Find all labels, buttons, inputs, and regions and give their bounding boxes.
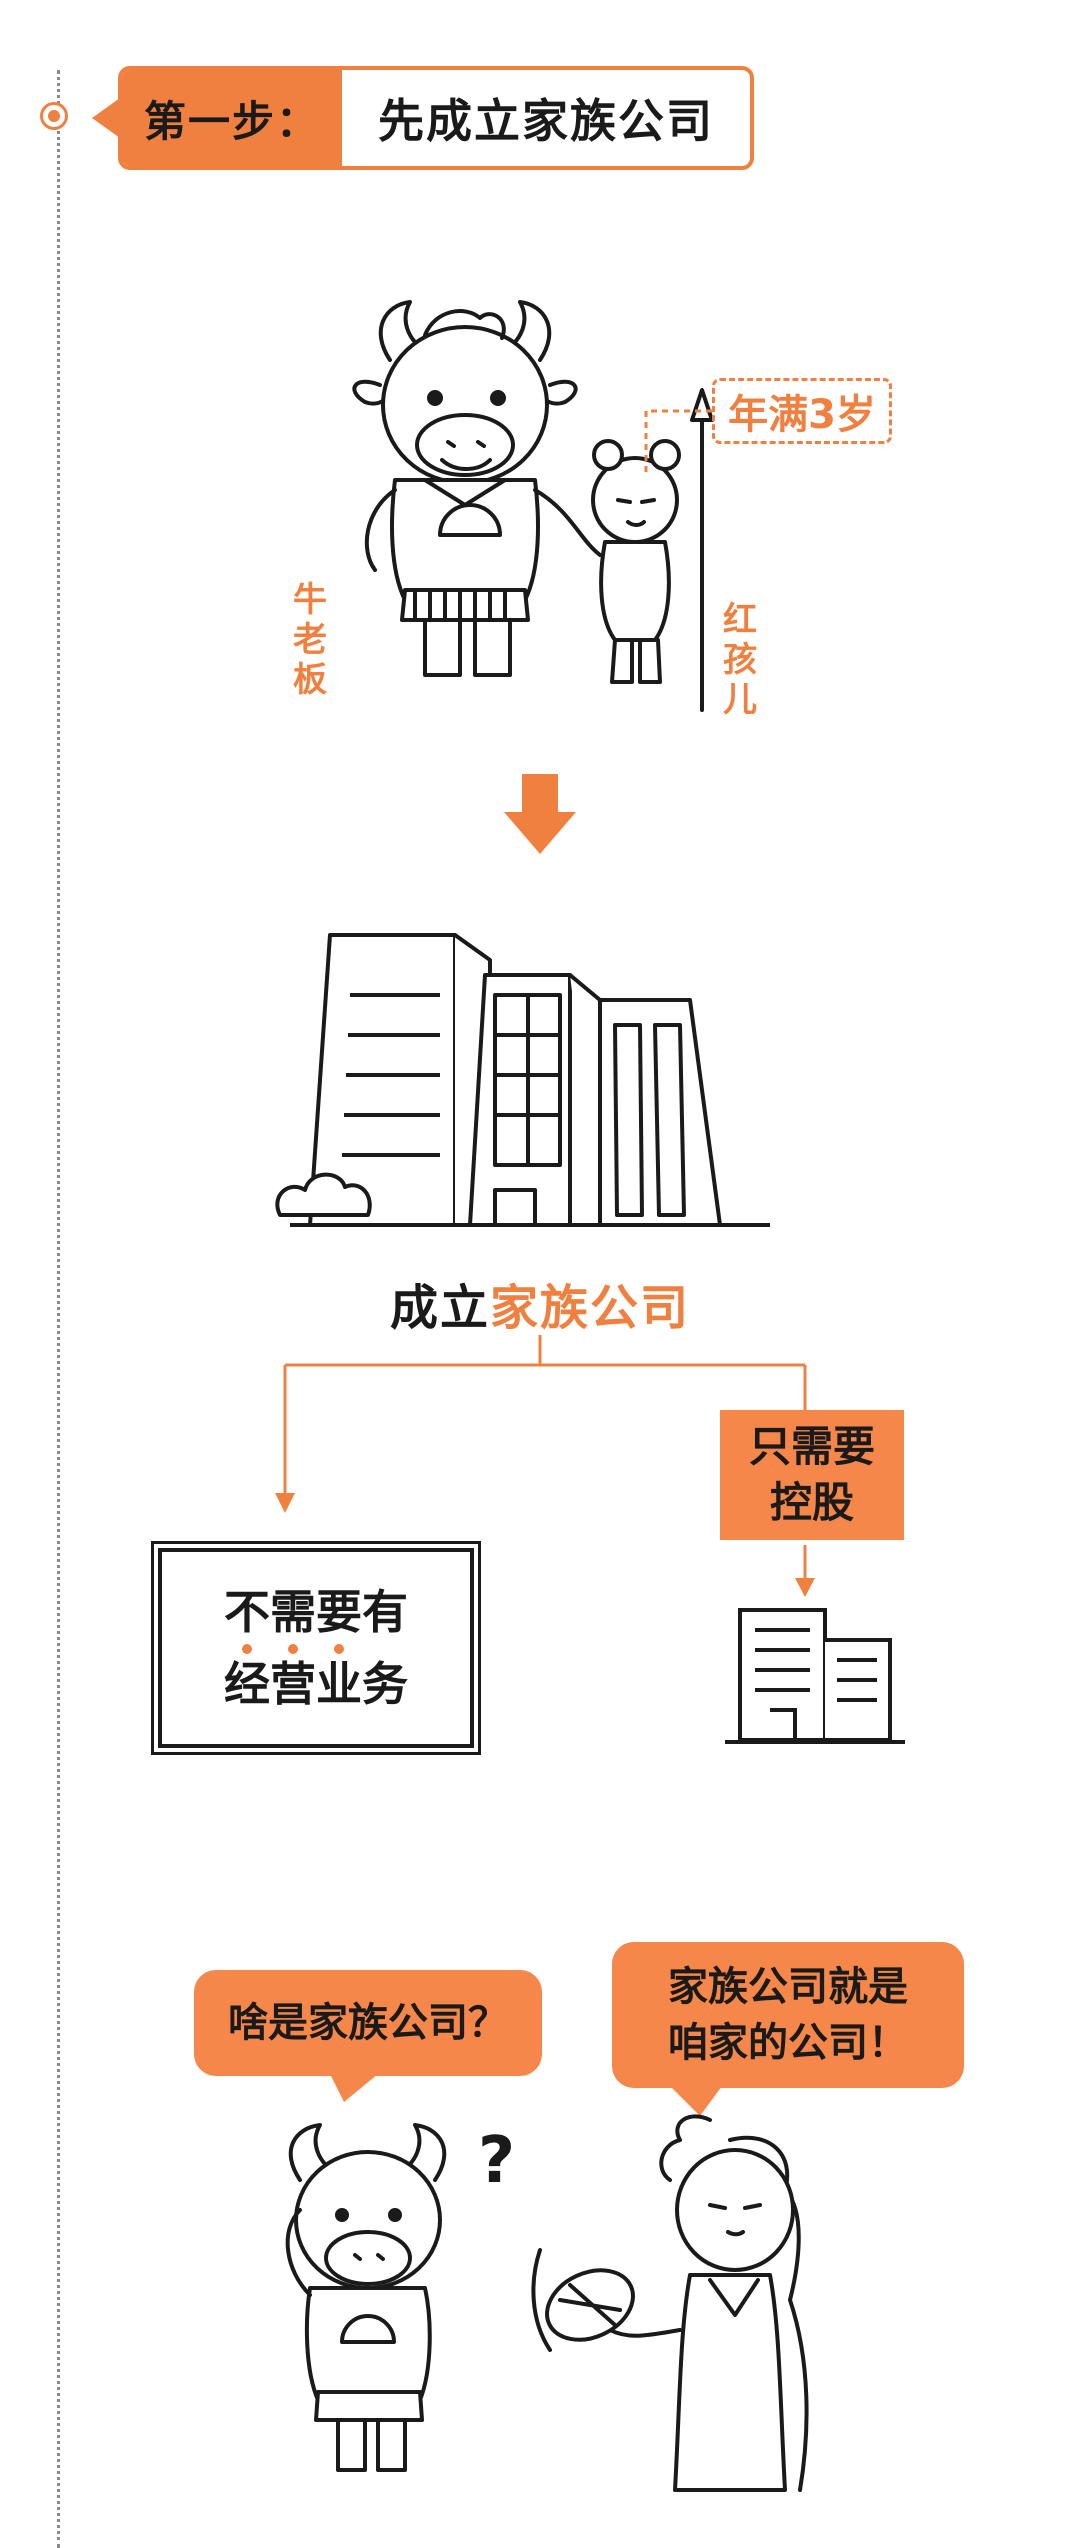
question-bubble: 啥是家族公司？ [194,1970,542,2076]
hold-line1: 只需要 [748,1422,875,1471]
age-tag: 年满3岁 [712,378,892,444]
step-label: 第一步： [122,70,342,166]
confused-ox-illustration [285,2123,447,2472]
company-title-plain: 成立 [389,1280,490,1336]
step-title: 先成立家族公司 [378,94,714,148]
boss-label: 牛 老 板 [290,580,330,700]
timeline-dot-icon [40,102,68,130]
emphasis-char: 需 [270,1576,316,1654]
child-label-char: 红 [723,600,757,640]
step-header: 第一步： 先成立家族公司 [118,66,754,170]
question-bubble-tail [330,2074,378,2102]
no-need-line1-rest: 有 [362,1585,408,1639]
boss-label-char: 老 [293,620,327,660]
no-business-required-box: 不需要有 经营业务 [158,1548,474,1748]
lady-with-fan-illustration [531,2114,809,2492]
holding-only-box: 只需要 控股 [720,1410,904,1540]
company-title: 成立家族公司 [340,1268,740,1338]
emphasis-char: 不 [224,1576,270,1654]
ox-boss-illustration [352,300,714,712]
hold-line2: 控股 [769,1478,854,1527]
question-mark-icon: ? [478,2124,516,2198]
branch-connectors [275,1335,815,1597]
timeline-line [57,70,60,2548]
answer-bubble-tail [670,2086,722,2116]
child-label: 红 孩 儿 [720,600,760,720]
boss-label-char: 板 [293,660,327,700]
child-label-char: 儿 [723,680,757,720]
answer-line1: 家族公司就是 [668,1964,908,2010]
answer-bubble: 家族公司就是 咱家的公司！ [612,1942,964,2088]
no-need-line2: 经营业务 [224,1657,408,1711]
question-text: 啥是家族公司？ [228,2000,508,2046]
company-building-illustration [275,933,770,1227]
company-title-highlight: 家族公司 [490,1280,691,1336]
no-need-line1: 不需要有 [224,1576,408,1654]
small-building-icon [725,1608,905,1744]
child-label-char: 孩 [723,640,757,680]
down-arrow-icon [504,774,576,854]
age-tag-leader [644,409,712,477]
answer-line2: 咱家的公司！ [668,2020,908,2066]
emphasis-char: 要 [316,1576,362,1654]
boss-label-char: 牛 [293,580,327,620]
step-header-pointer [92,98,120,138]
